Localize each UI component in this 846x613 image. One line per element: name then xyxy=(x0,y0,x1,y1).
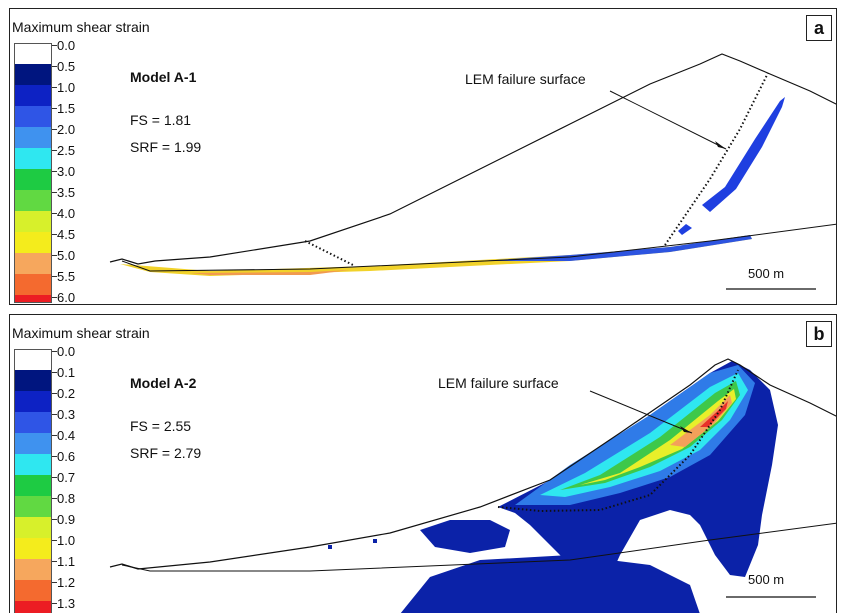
strength-reduction-factor: SRF = 2.79 xyxy=(130,445,202,461)
panel-letter: b xyxy=(806,321,832,347)
legend-tick-label: 5.5 xyxy=(57,269,76,284)
legend-swatch xyxy=(14,106,52,127)
legend-tick-label: 1.3 xyxy=(57,596,76,611)
legend-swatch xyxy=(14,274,52,295)
legend-swatch xyxy=(14,433,52,454)
cross-section-b xyxy=(109,358,836,613)
legend-swatch xyxy=(14,232,52,253)
strain-blob-bottom xyxy=(400,555,700,613)
legend-swatch xyxy=(14,253,52,274)
legend-tick-label: 0.7 xyxy=(57,470,76,485)
base-line xyxy=(121,522,836,572)
legend-tick-label: 1.0 xyxy=(57,80,76,95)
shear-band-base-blue xyxy=(480,235,752,261)
legend-swatch xyxy=(14,127,52,148)
strain-zone-cyan xyxy=(540,373,748,497)
legend-swatch xyxy=(14,349,52,370)
legend-title: Maximum shear strain xyxy=(12,325,150,341)
panel-a: Maximum shear strain 0.0 0.5 1.0 1.5 2.0… xyxy=(9,8,837,305)
scale-label: 500 m xyxy=(748,572,785,587)
panel-letter: a xyxy=(806,15,832,41)
legend-tick-label: 4.0 xyxy=(57,206,76,221)
lem-failure-surface xyxy=(304,72,769,266)
legend-swatch xyxy=(14,601,52,613)
slope-surface xyxy=(109,358,836,570)
legend-swatch xyxy=(14,64,52,85)
lem-label: LEM failure surface xyxy=(465,71,586,87)
shear-band-base-orange xyxy=(190,270,350,275)
shear-band-small xyxy=(678,224,692,235)
legend-tick-label: 0.1 xyxy=(57,365,76,380)
legend-tick-label: 1.1 xyxy=(57,554,76,569)
legend-swatch xyxy=(14,496,52,517)
shear-band-inclined xyxy=(702,97,785,212)
legend-tick-label: 1.0 xyxy=(57,533,76,548)
model-name: Model A-1 xyxy=(130,69,197,85)
legend-swatch xyxy=(14,454,52,475)
legend-tick-label: 6.0 xyxy=(57,290,76,305)
legend-swatch xyxy=(14,370,52,391)
strain-zone-green xyxy=(560,381,740,490)
strain-zone-orange xyxy=(670,395,732,447)
cross-section-a xyxy=(109,53,836,290)
legend-tick-label: 4.5 xyxy=(57,227,76,242)
legend-tick-label: 1.2 xyxy=(57,575,76,590)
legend-swatch xyxy=(14,295,52,303)
legend-tick-label: 0.5 xyxy=(57,59,76,74)
legend-swatch xyxy=(14,538,52,559)
strain-blob-left xyxy=(420,520,510,553)
legend-tick-label: 0.8 xyxy=(57,491,76,506)
legend-tick-label: 1.5 xyxy=(57,101,76,116)
legend-tick-label: 2.5 xyxy=(57,143,76,158)
legend-swatch xyxy=(14,412,52,433)
legend-swatch xyxy=(14,190,52,211)
legend-tick-label: 0.4 xyxy=(57,428,76,443)
legend-swatch xyxy=(14,559,52,580)
legend-tick-label: 0.6 xyxy=(57,449,76,464)
legend-tick-label: 3.5 xyxy=(57,185,76,200)
lem-arrow xyxy=(609,90,727,150)
legend-swatch xyxy=(14,43,52,64)
legend-tick-label: 0.0 xyxy=(57,38,76,53)
model-name: Model A-2 xyxy=(130,375,197,391)
factor-of-safety: FS = 1.81 xyxy=(130,112,192,128)
legend-tick-label: 3.0 xyxy=(57,164,76,179)
legend-swatch xyxy=(14,85,52,106)
strength-reduction-factor: SRF = 1.99 xyxy=(130,139,202,155)
legend-tick-label: 5.0 xyxy=(57,248,76,263)
legend-title: Maximum shear strain xyxy=(12,19,150,35)
lem-failure-surface xyxy=(497,369,739,513)
legend-tick-label: 0.2 xyxy=(57,386,76,401)
legend-tick-label: 0.0 xyxy=(57,344,76,359)
base-line xyxy=(121,223,836,272)
panel-b: Maximum shear strain 0.0 0.1 0.2 0.3 0.4… xyxy=(9,314,837,613)
scale-label: 500 m xyxy=(748,266,785,281)
slope-surface xyxy=(109,53,836,265)
factor-of-safety: FS = 2.55 xyxy=(130,418,192,434)
legend-swatch xyxy=(14,475,52,496)
legend-swatch xyxy=(14,391,52,412)
legend-tick-label: 0.9 xyxy=(57,512,76,527)
legend-tick-label: 2.0 xyxy=(57,122,76,137)
legend-swatch xyxy=(14,580,52,601)
legend-swatch xyxy=(14,211,52,232)
legend-swatch xyxy=(14,169,52,190)
legend-swatch xyxy=(14,517,52,538)
legend-tick-label: 0.3 xyxy=(57,407,76,422)
legend-swatch xyxy=(14,148,52,169)
lem-arrow xyxy=(589,390,693,434)
lem-label: LEM failure surface xyxy=(438,375,559,391)
